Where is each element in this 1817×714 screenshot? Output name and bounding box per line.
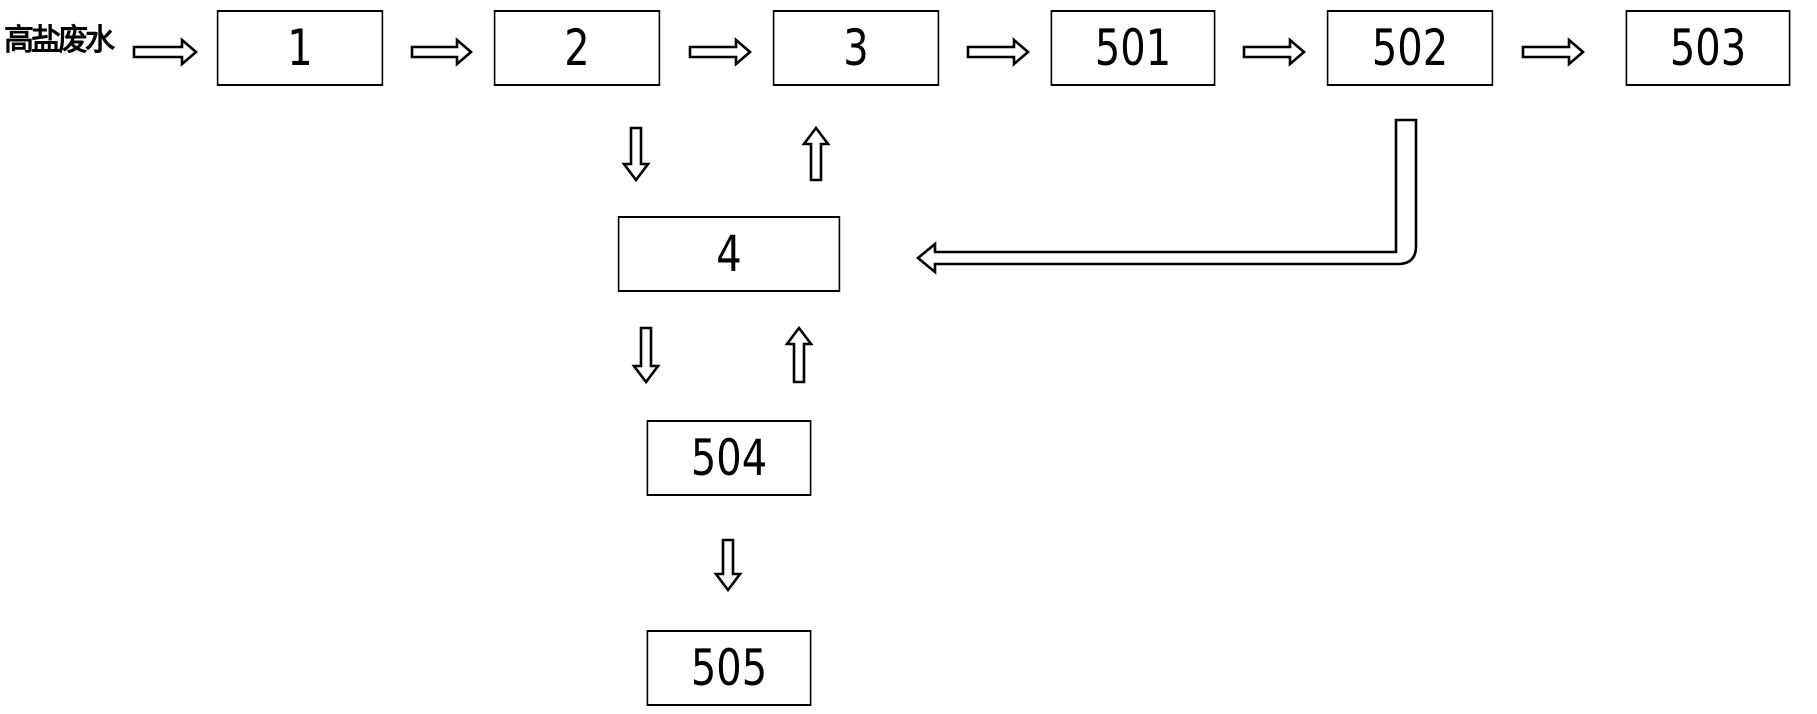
process-box-502-label: 502 — [1371, 19, 1449, 77]
arrow-2-to-3 — [688, 37, 752, 67]
process-box-505: 505 — [646, 630, 812, 706]
process-box-501: 501 — [1050, 10, 1216, 86]
process-box-4: 4 — [617, 216, 841, 292]
arrow-1-to-2 — [410, 37, 473, 67]
arrow-2-to-4 — [621, 126, 651, 183]
arrow-502-to-4 — [915, 118, 1418, 275]
input-label-high-salt-wastewater: 高盐废水 — [4, 23, 115, 58]
arrow-4-to-504 — [631, 326, 661, 385]
process-box-503-label: 503 — [1669, 19, 1747, 77]
process-box-504-label: 504 — [690, 429, 768, 487]
process-box-3: 3 — [772, 10, 940, 86]
process-box-1: 1 — [216, 10, 384, 86]
arrow-504-to-505 — [713, 538, 743, 593]
arrow-4-to-3 — [801, 125, 831, 182]
arrow-3-to-501 — [966, 37, 1030, 67]
process-box-4-label: 4 — [716, 225, 742, 283]
process-box-501-label: 501 — [1094, 19, 1172, 77]
process-box-2-label: 2 — [564, 19, 590, 77]
arrow-input-to-1 — [132, 37, 198, 67]
process-box-3-label: 3 — [843, 19, 869, 77]
process-box-502: 502 — [1326, 10, 1494, 86]
arrow-502-to-503 — [1521, 37, 1585, 67]
process-box-503: 503 — [1625, 10, 1791, 86]
process-box-1-label: 1 — [287, 19, 313, 77]
process-box-2: 2 — [493, 10, 661, 86]
process-box-505-label: 505 — [690, 639, 768, 697]
arrow-501-to-502 — [1242, 37, 1306, 67]
arrow-504-to-4 — [784, 325, 814, 384]
process-box-504: 504 — [646, 420, 812, 496]
